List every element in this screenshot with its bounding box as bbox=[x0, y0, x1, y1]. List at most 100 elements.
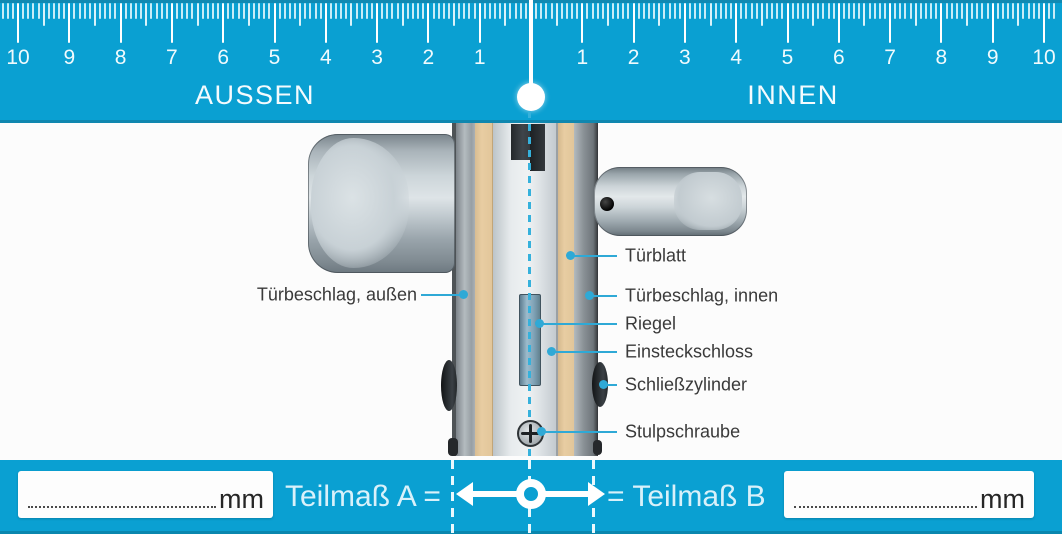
ruler-number: 8 bbox=[935, 46, 948, 69]
ruler-number: 7 bbox=[884, 46, 896, 69]
minor-tick bbox=[252, 3, 255, 19]
minor-tick bbox=[432, 3, 435, 19]
cylinder-stub-outside bbox=[448, 438, 458, 456]
minor-tick bbox=[396, 3, 399, 19]
minor-tick bbox=[88, 3, 91, 19]
major-tick bbox=[1043, 3, 1045, 43]
minor-tick bbox=[283, 3, 286, 19]
center-reference-line bbox=[529, 0, 533, 90]
minor-tick bbox=[606, 3, 609, 26]
minor-tick bbox=[535, 3, 538, 19]
minor-tick bbox=[904, 3, 907, 19]
leader-dot bbox=[599, 380, 608, 389]
minor-tick bbox=[601, 3, 604, 19]
minor-tick bbox=[576, 3, 579, 19]
major-tick bbox=[889, 3, 892, 43]
minor-tick bbox=[288, 3, 291, 19]
arrow-left-icon bbox=[456, 482, 473, 506]
ruler-number: 1 bbox=[576, 46, 589, 69]
teilmass-a-input[interactable]: mm bbox=[18, 471, 273, 518]
major-tick bbox=[427, 3, 430, 43]
cylinder-stub-inside bbox=[593, 440, 602, 455]
minor-tick bbox=[1022, 3, 1025, 19]
minor-tick bbox=[447, 3, 450, 19]
lock-keep-slot-step bbox=[530, 124, 545, 171]
minor-tick bbox=[494, 3, 497, 19]
minor-tick bbox=[981, 3, 984, 19]
minor-tick bbox=[206, 3, 209, 19]
minor-tick bbox=[801, 3, 804, 19]
minor-tick bbox=[627, 3, 630, 19]
ruler-number: 10 bbox=[1032, 46, 1056, 69]
door-knob-outside bbox=[308, 134, 455, 273]
minor-tick bbox=[78, 3, 81, 19]
minor-tick bbox=[647, 3, 650, 19]
minor-tick bbox=[1017, 3, 1020, 26]
major-tick bbox=[376, 3, 379, 43]
minor-tick bbox=[124, 3, 127, 19]
major-tick bbox=[837, 3, 840, 43]
inside-label: INNEN bbox=[747, 80, 839, 110]
minor-tick bbox=[11, 3, 14, 19]
minor-tick bbox=[355, 3, 358, 19]
minor-tick bbox=[765, 3, 768, 19]
ruler-center-pin-icon bbox=[517, 83, 545, 111]
minor-tick bbox=[971, 3, 974, 19]
minor-tick bbox=[104, 3, 107, 19]
minor-tick bbox=[109, 3, 112, 19]
minor-tick bbox=[930, 3, 933, 19]
minor-tick bbox=[242, 3, 245, 19]
minor-tick bbox=[565, 3, 568, 19]
minor-tick bbox=[812, 3, 815, 26]
minor-tick bbox=[350, 3, 353, 26]
label-tuerbeschlag-innen: Türbeschlag, innen bbox=[625, 285, 779, 306]
minor-tick bbox=[709, 3, 712, 26]
minor-tick bbox=[673, 3, 676, 19]
major-tick bbox=[119, 3, 122, 43]
minor-tick bbox=[345, 3, 348, 19]
minor-tick bbox=[401, 3, 404, 26]
minor-tick bbox=[129, 3, 132, 19]
minor-tick bbox=[817, 3, 820, 19]
minor-tick bbox=[894, 3, 897, 19]
minor-tick bbox=[1001, 3, 1004, 19]
unit-mm-left: mm bbox=[219, 484, 264, 514]
minor-tick bbox=[309, 3, 312, 19]
minor-tick bbox=[160, 3, 163, 19]
minor-tick bbox=[37, 3, 40, 19]
minor-tick bbox=[668, 3, 671, 19]
minor-tick bbox=[760, 3, 763, 26]
minor-tick bbox=[422, 3, 425, 19]
minor-tick bbox=[699, 3, 702, 19]
minor-tick bbox=[237, 3, 240, 19]
label-riegel: Riegel bbox=[625, 313, 677, 334]
minor-tick bbox=[391, 3, 394, 19]
ruler-number: 5 bbox=[781, 46, 794, 69]
major-tick bbox=[991, 3, 994, 43]
minor-tick bbox=[232, 3, 235, 19]
minor-tick bbox=[653, 3, 656, 19]
minor-tick bbox=[560, 3, 563, 19]
minor-tick bbox=[42, 3, 45, 26]
knob-face bbox=[311, 138, 409, 268]
minor-tick bbox=[114, 3, 117, 19]
minor-tick bbox=[191, 3, 194, 19]
minor-tick bbox=[27, 3, 30, 19]
minor-tick bbox=[955, 3, 958, 19]
minor-tick bbox=[468, 3, 471, 19]
minor-tick bbox=[689, 3, 692, 19]
minor-tick bbox=[776, 3, 779, 19]
minor-tick bbox=[499, 3, 502, 19]
label-einsteckschloss: Einsteckschloss bbox=[625, 341, 754, 362]
minor-tick bbox=[314, 3, 317, 19]
minor-tick bbox=[883, 3, 886, 19]
teilmass-b-label: = Teilmaß B bbox=[607, 480, 766, 513]
minor-tick bbox=[365, 3, 368, 19]
dotted-fill-line bbox=[28, 506, 217, 508]
label-tuerbeschlag-aussen: Türbeschlag, außen bbox=[256, 284, 417, 305]
minor-tick bbox=[822, 3, 825, 19]
minor-tick bbox=[663, 3, 666, 19]
minor-tick bbox=[509, 3, 512, 19]
teilmass-b-input[interactable]: mm bbox=[784, 471, 1034, 518]
